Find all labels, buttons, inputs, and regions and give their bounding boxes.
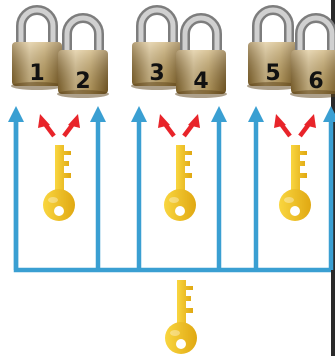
- connector-arrowheads: [8, 106, 335, 122]
- padlock-6: 6: [290, 18, 335, 98]
- padlock-2: 2: [57, 18, 109, 98]
- up-arrow-icon: [8, 106, 24, 122]
- up-arrow-icon: [90, 106, 106, 122]
- up-arrow-icon: [131, 106, 147, 122]
- key-icon: [279, 145, 311, 221]
- pick-arrow-left-1: [38, 114, 54, 136]
- pick-arrow-left-2: [158, 114, 174, 136]
- pick-arrow-left-3: [274, 114, 290, 136]
- master-key-icon: [165, 280, 197, 354]
- key-layer: [43, 145, 311, 354]
- lock-number-5: 5: [265, 61, 280, 86]
- lock-number-1: 1: [29, 61, 44, 86]
- up-arrow-icon: [248, 106, 264, 122]
- pick-arrow-right-3: [300, 114, 316, 136]
- lock-number-3: 3: [149, 61, 164, 86]
- lock-layer: 1 2 3: [11, 10, 335, 98]
- pick-arrows: [38, 114, 316, 136]
- lock-number-2: 2: [75, 69, 90, 94]
- pick-arrow-right-1: [64, 114, 80, 136]
- padlock-3: 3: [131, 10, 183, 90]
- lock-number-6: 6: [308, 69, 323, 94]
- lock-number-4: 4: [193, 69, 208, 94]
- key-icon: [43, 145, 75, 221]
- pick-arrow-right-2: [184, 114, 200, 136]
- padlock-4: 4: [175, 18, 227, 98]
- key-icon: [164, 145, 196, 221]
- up-arrow-icon: [211, 106, 227, 122]
- padlock-1: 1: [11, 10, 63, 90]
